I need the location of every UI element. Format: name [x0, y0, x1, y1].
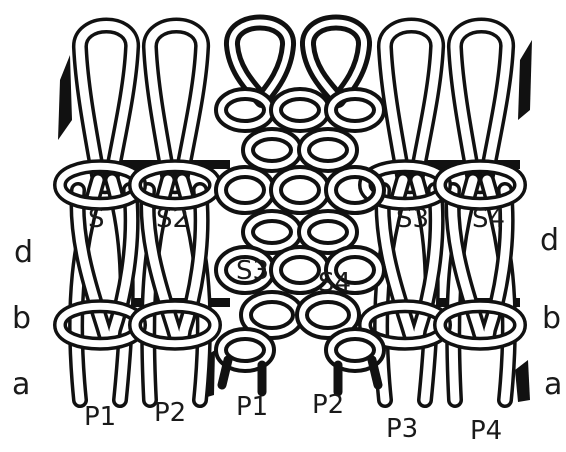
mesh-rings	[221, 94, 379, 366]
row-label-d-right: d	[540, 226, 559, 256]
stitch-label-s4-mid: S4	[318, 270, 351, 296]
needle-label-p1-left: P1	[84, 404, 116, 430]
row-label-d-left: d	[14, 238, 33, 268]
middle-mesh	[221, 23, 379, 393]
needle-label-p1-mid: P1	[236, 394, 268, 420]
left-wales	[60, 26, 215, 401]
ink-shadow-left	[58, 55, 72, 140]
row-label-b-left: b	[12, 304, 31, 334]
ink-shadow-bottom-right	[515, 360, 530, 402]
stitch-label-s1: S	[88, 206, 105, 232]
row-label-a-right: a	[544, 370, 562, 400]
stitch-label-s3-mid: S3	[236, 258, 269, 284]
stitch-label-s2: S2	[156, 206, 189, 232]
row-label-a-left: a	[12, 370, 30, 400]
needle-label-p2-mid: P2	[312, 392, 344, 418]
needle-label-p3: P3	[386, 416, 418, 442]
ink-shadow-right	[518, 40, 532, 120]
stitch-label-s4-right: S4	[472, 206, 505, 232]
needle-label-p4: P4	[470, 418, 502, 444]
stitch-label-s3-right: S3	[396, 206, 429, 232]
row-label-b-right: b	[542, 304, 561, 334]
needle-label-p2-left: P2	[154, 400, 186, 426]
